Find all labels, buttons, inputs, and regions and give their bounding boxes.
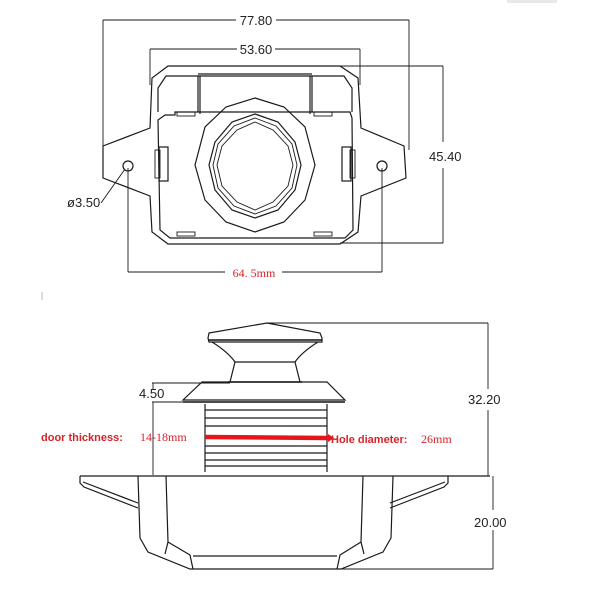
left-clip [158,146,169,182]
dim-hole-diameter: ø3.50 [67,195,100,210]
dimension-20-00: 20.00 [341,476,507,570]
hole-diameter-label: Hole diameter: [331,434,407,446]
door-thickness-value: 14-18mm [140,430,187,444]
dim-flange-thickness: 4.50 [139,386,164,401]
knob-neck [211,341,319,383]
top-view: 77.80 53.60 45.40 [67,13,462,280]
dim-overall-height: 32.20 [468,392,501,407]
dim-base-height: 20.00 [474,515,507,530]
flange [181,381,347,401]
dimension-4-50: 4.50 [139,382,230,475]
dimension-77-80: 77.80 [102,13,410,150]
right-tab [311,75,353,112]
dim-hole-spacing: 64. 5mm [233,266,276,280]
left-bottom-ledge [176,231,196,237]
dim-height: 45.40 [429,149,462,164]
dim-body-width: 53.60 [240,42,273,57]
dimension-53-60: 53.60 [149,42,361,85]
red-hole-line [204,434,329,441]
top-edge-bar [507,0,557,3]
left-tab [157,75,199,112]
side-view: door thickness: 14-18mm Hole diameter: 2… [41,322,507,570]
right-ledge [313,111,333,117]
right-clip-inner [349,149,356,179]
body-outline [157,111,354,239]
knob-cap [207,322,323,343]
threaded-barrel [204,404,328,472]
left-clip-inner [154,149,161,179]
base-housing [79,475,490,570]
right-bottom-ledge [313,231,333,237]
inner-nut-1 [208,113,302,219]
dimension-45-40: 45.40 [340,65,462,244]
right-clip [341,146,352,182]
outer-nut [194,97,316,233]
left-ledge [176,111,196,117]
flange-outline [102,65,407,245]
dim-overall-width: 77.80 [240,13,273,28]
door-thickness-label: door thickness: [41,432,123,444]
inner-nut-3 [216,121,294,211]
hole-diameter-value: 26mm [421,432,452,446]
dimension-32-20: 32.20 [268,322,501,476]
red-arrow-right [328,434,334,442]
inner-nut-2 [212,117,298,215]
dimension-hole-spacing: 64. 5mm [128,266,382,280]
